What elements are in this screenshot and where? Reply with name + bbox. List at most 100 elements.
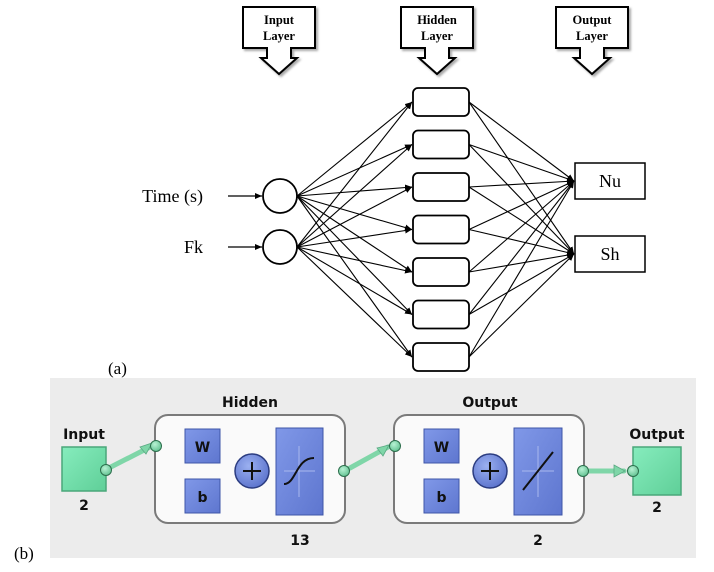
port-icon: [577, 465, 589, 477]
arrowhead-icon: [139, 442, 153, 455]
input-label: Time (s): [142, 186, 203, 207]
input-block-size: 2: [79, 498, 89, 514]
edge-hidden-output: [468, 178, 575, 188]
linear-icon: [522, 451, 554, 491]
hidden-layer-size: 13: [290, 533, 309, 549]
transfer-axes: [284, 446, 315, 497]
layer-header-line1: Input: [264, 13, 295, 27]
edge-hidden-output: [468, 253, 575, 358]
hidden-layer-block: Hidden W b 13: [150, 395, 350, 549]
edge-hidden-output: [468, 186, 575, 255]
output-layer-size: 2: [533, 533, 543, 549]
layer-header-line2: Layer: [576, 29, 608, 43]
output-block-square[interactable]: [632, 446, 682, 496]
hidden-node[interactable]: [412, 172, 470, 202]
down-arrow-callout-icon: [555, 6, 629, 76]
output-weight-label: W: [434, 440, 449, 456]
edge-hidden-output: [468, 101, 575, 182]
arrowhead-icon: [613, 464, 626, 478]
hidden-weight-label: W: [195, 440, 210, 456]
hidden-node[interactable]: [412, 214, 470, 245]
plus-icon: [481, 462, 499, 480]
edge-input-hidden: [296, 101, 413, 248]
edge-hidden-output: [468, 253, 575, 315]
port-icon: [627, 465, 639, 477]
input-node[interactable]: [262, 229, 298, 265]
input-block-title: Input: [63, 427, 105, 443]
edge-hidden-output: [468, 228, 575, 256]
port-icon: [338, 465, 350, 477]
input-block-square[interactable]: [61, 446, 107, 492]
input-block: Input 2: [61, 427, 112, 514]
input-node[interactable]: [262, 178, 298, 214]
hidden-node[interactable]: [412, 257, 470, 287]
port-icon: [150, 440, 162, 452]
output-block: Output 2: [627, 427, 685, 516]
panel-b: (b) Input 2: [14, 378, 696, 563]
edge-input-hidden: [296, 186, 413, 248]
layer-header-line1: Output: [573, 13, 613, 27]
input-node-group: Fk: [184, 229, 298, 265]
edge-input-hidden: [296, 184, 413, 197]
output-node-group: Sh: [574, 235, 646, 273]
connection-edges: [296, 101, 575, 358]
panel-b-background: [50, 378, 696, 558]
port-icon: [100, 464, 112, 476]
edge-input-hidden: [296, 195, 413, 315]
port-icon: [389, 440, 401, 452]
connector-input-hidden: [102, 444, 153, 473]
output-label: Sh: [600, 244, 619, 264]
hidden-node[interactable]: [412, 342, 470, 372]
input-label: Fk: [184, 237, 203, 257]
layer-header-line2: Layer: [421, 29, 453, 43]
edge-hidden-output: [468, 180, 575, 315]
caption-b: (b): [14, 544, 34, 563]
output-layer-block: Output W b 2: [389, 395, 589, 549]
edge-input-hidden: [296, 143, 413, 197]
edge-hidden-output: [468, 252, 575, 273]
hidden-node[interactable]: [412, 129, 470, 160]
edge-hidden-output: [468, 101, 575, 255]
down-arrow-callout-icon: [400, 6, 474, 76]
output-layer-title: Output: [462, 395, 518, 411]
hidden-weight-block[interactable]: [184, 428, 221, 464]
output-block-title: Output: [629, 427, 685, 443]
caption-a: (a): [108, 359, 127, 378]
output-bias-label: b: [436, 490, 446, 506]
edge-input-hidden: [296, 246, 413, 274]
edge-input-hidden: [296, 246, 413, 315]
layer-header-line1: Hidden: [417, 13, 457, 27]
down-arrow-callout-icon: [242, 6, 316, 76]
edge-input-hidden: [296, 144, 413, 248]
output-node[interactable]: [574, 162, 646, 200]
hidden-bias-block[interactable]: [184, 478, 221, 514]
input-node-group: Time (s): [142, 178, 298, 214]
layer-header-line2: Layer: [263, 29, 295, 43]
output-label: Nu: [599, 171, 621, 191]
edge-hidden-output: [468, 143, 575, 182]
hidden-node[interactable]: [412, 299, 470, 330]
edge-input-hidden: [296, 195, 413, 358]
edge-hidden-output: [468, 180, 575, 358]
output-block-size: 2: [652, 500, 662, 516]
hidden-layer-title: Hidden: [222, 395, 278, 411]
edge-hidden-output: [468, 180, 575, 273]
sigmoid-icon: [283, 457, 315, 485]
edge-input-hidden: [296, 227, 413, 248]
output-bias-block[interactable]: [423, 478, 460, 514]
edge-hidden-output: [468, 180, 575, 230]
hidden-node[interactable]: [412, 87, 470, 117]
output-weight-block[interactable]: [423, 428, 460, 464]
output-node[interactable]: [574, 235, 646, 273]
edge-input-hidden: [296, 101, 413, 197]
edge-hidden-output: [468, 144, 575, 255]
arrowhead-icon: [376, 444, 390, 457]
output-node-group: Nu: [574, 162, 646, 200]
